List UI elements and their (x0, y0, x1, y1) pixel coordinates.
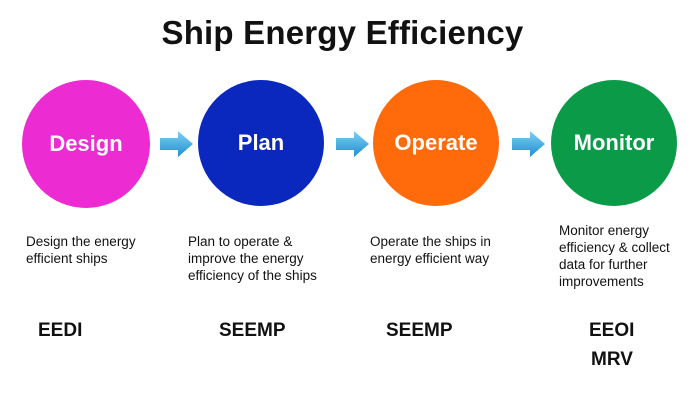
description-line: Operate the ships in (370, 234, 491, 249)
stage-code-monitor-2: MRV (591, 349, 633, 370)
page-title: Ship Energy Efficiency (161, 14, 524, 51)
stage-label-monitor: Monitor (573, 130, 655, 155)
stage-code-design: EEDI (38, 320, 83, 341)
description-line: efficiency & collect (559, 240, 670, 255)
stage-label-operate: Operate (394, 130, 478, 155)
stage-label-design: Design (49, 131, 123, 156)
stage-description-plan: Plan to operate & improve the energy eff… (188, 233, 358, 284)
right-arrow-icon (160, 131, 193, 157)
description-line: efficiency of the ships (188, 268, 317, 283)
description-line: Plan to operate & (188, 234, 293, 249)
stage-description-operate: Operate the ships in energy efficient wa… (370, 233, 530, 267)
right-arrow-icon (336, 131, 369, 157)
right-arrow-icon (512, 131, 545, 157)
stage-circle-monitor: Monitor (551, 80, 677, 206)
description-line: data for further (559, 257, 648, 272)
stage-circle-operate: Operate (373, 80, 499, 206)
description-line: improvements (559, 274, 644, 289)
stage-code-monitor-1: EEOI (589, 320, 635, 341)
stage-code-operate: SEEMP (386, 320, 453, 341)
description-line: Monitor energy (559, 223, 650, 238)
description-line: energy efficient way (370, 251, 490, 266)
stage-circle-plan: Plan (198, 80, 324, 206)
stage-circle-design: Design (22, 80, 150, 208)
description-line: improve the energy (188, 251, 304, 266)
description-line: efficient ships (26, 251, 108, 266)
stage-label-plan: Plan (237, 130, 285, 155)
stage-description-monitor: Monitor energy efficiency & collect data… (559, 222, 697, 290)
stage-code-plan: SEEMP (219, 320, 286, 341)
description-line: Design the energy (26, 234, 136, 249)
stage-description-design: Design the energy efficient ships (26, 233, 176, 267)
